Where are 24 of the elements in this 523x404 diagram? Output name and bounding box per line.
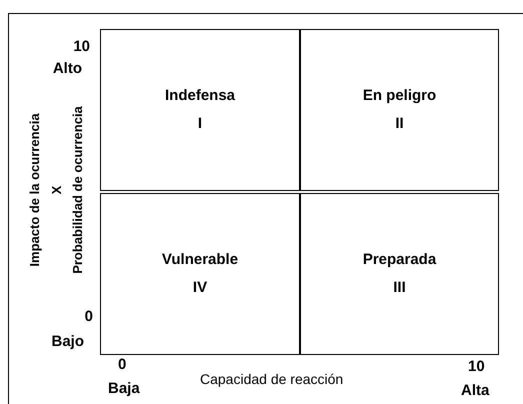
quadrant-title: Vulnerable	[162, 250, 238, 270]
axis-label: 0	[118, 356, 126, 374]
axis-title: Impacto de la ocurrencia	[27, 113, 43, 267]
quadrant-title: En peligro	[362, 86, 436, 106]
quadrant-title: Indefensa	[164, 86, 236, 106]
quadrant-box	[299, 29, 499, 191]
axis-title: X	[49, 186, 65, 194]
axis-label: Alto	[52, 60, 82, 78]
axis-label: Alta	[461, 382, 490, 400]
quadrant-box	[100, 193, 301, 355]
axis-label: 10	[468, 358, 485, 376]
axis-label: Bajo	[51, 333, 84, 351]
quadrant-number: III	[393, 278, 406, 298]
axis-label: 10	[73, 38, 90, 56]
quadrant-number: IV	[192, 278, 208, 298]
quadrant-title: Preparada	[362, 250, 436, 270]
quadrant-box	[100, 29, 301, 191]
quadrant-number: II	[395, 114, 404, 134]
axis-title: Capacidad de reacción	[200, 370, 344, 388]
quadrant-box	[299, 193, 499, 355]
axis-label: 0	[84, 308, 93, 326]
quadrant-number: I	[198, 114, 202, 134]
axis-title: Probabilidad de ocurrencia	[70, 106, 86, 274]
axis-label: Baja	[108, 380, 140, 398]
